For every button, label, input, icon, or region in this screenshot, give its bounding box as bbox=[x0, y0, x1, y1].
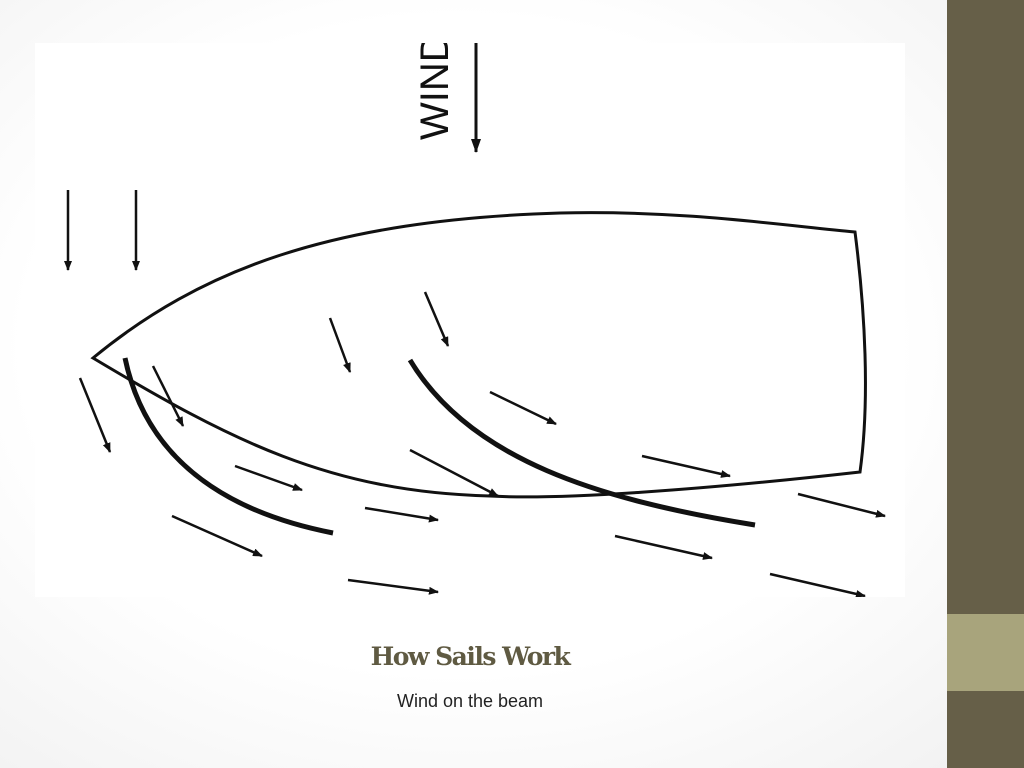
main-sail bbox=[407, 358, 756, 528]
airflow-arrow bbox=[641, 454, 731, 478]
airflow-arrow bbox=[234, 464, 303, 492]
airflow-arrow bbox=[423, 291, 450, 347]
airflow-arrow bbox=[328, 317, 352, 373]
airflow-arrow bbox=[364, 506, 439, 523]
airflow-arrow bbox=[489, 390, 557, 426]
airflow-arrow bbox=[151, 365, 185, 427]
sail-diagram: WIND bbox=[35, 43, 905, 597]
jib-sail bbox=[122, 357, 334, 536]
airflow-arrow bbox=[614, 534, 713, 560]
sidebar-accent-block bbox=[947, 614, 1024, 691]
airflow-arrow bbox=[78, 377, 112, 453]
slide-title: How Sails Work bbox=[370, 642, 571, 671]
airflow-arrow bbox=[797, 492, 886, 518]
airflow-arrows bbox=[64, 190, 886, 597]
wind-label: WIND bbox=[413, 43, 457, 140]
airflow-arrow bbox=[769, 572, 866, 597]
slide-subtitle: Wind on the beam bbox=[396, 691, 544, 711]
airflow-arrow bbox=[347, 578, 439, 595]
airflow-arrow bbox=[409, 448, 499, 498]
boat-hull bbox=[90, 211, 867, 499]
airflow-arrow bbox=[171, 514, 263, 558]
